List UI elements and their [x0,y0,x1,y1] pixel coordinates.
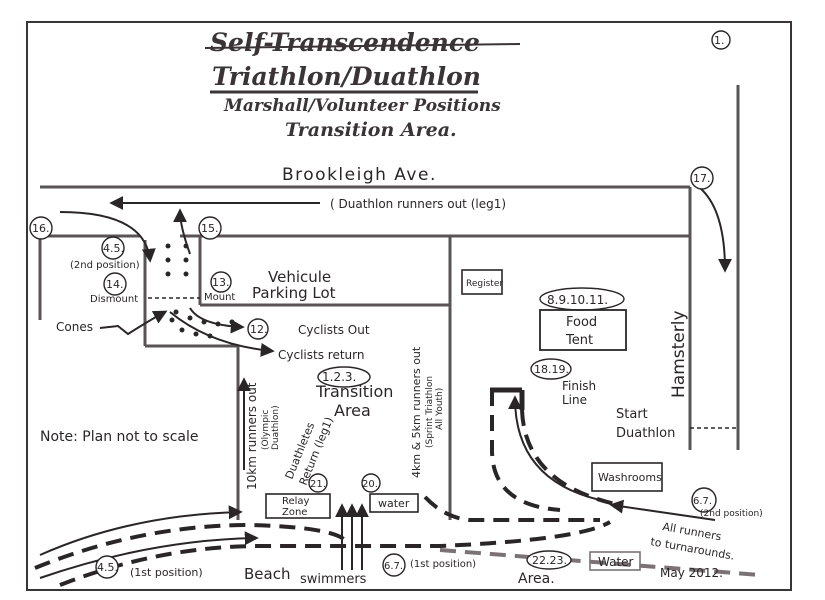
finish-line-1: Finish [562,379,596,393]
runners-10km-line-1: 10km runners out [245,382,259,490]
dismount-label: Dismount [90,294,138,305]
marker-15: 15. [201,222,219,235]
parking-lot-line-1: Vehicule [268,268,331,286]
title-line-1: Self-Transcendence [210,28,480,57]
start-duathlon-line-1: Start [616,407,648,422]
title-line-3: Marshall/Volunteer Positions [223,96,501,116]
marker-14: 14. [106,278,124,291]
runners-10km-line-3: Duathlon) [271,405,281,450]
area-label: Area. [518,571,555,587]
finish-line-2: Line [562,393,587,407]
register-label: Register [466,279,503,289]
second-position-right: (2nd position) [700,509,763,519]
street-hamsterly: Hamsterly [669,310,689,398]
note-not-to-scale: Note: Plan not to scale [40,429,199,445]
cyclists-return: Cyclists return [278,348,364,362]
runners-4km-line-3: All Youth) [435,388,445,430]
duathlon-runners-out: ( Duathlon runners out (leg1) [330,197,506,211]
marker-18-19: 18.19. [534,363,569,376]
marker-1-2-3: 1.2.3. [322,370,356,384]
second-position-left: (2nd position) [70,260,140,271]
title-line-2: Triathlon/Duathlon [212,62,481,91]
runners-10km-line-2: (Olympic [261,410,271,450]
beach-label: Beach [244,565,290,583]
marker-17: 17. [693,172,711,185]
marker-6-7-bottom: 6.7. [384,561,403,572]
start-duathlon-line-2: Duathlon [616,426,675,441]
marker-13: 13. [212,276,230,289]
marker-12: 12. [250,323,268,336]
title-line-4: Transition Area. [285,119,457,141]
mount-label: Mount [204,292,235,303]
food-tent-line-1: Food [566,315,597,330]
marker-21: 21. [310,479,326,490]
parking-lot-line-2: Parking Lot [252,284,336,302]
marker-22-23: 22.23. [532,554,567,567]
runners-4km-line-1: 4km & 5km runners out [410,346,423,478]
first-position-bottom: (1st position) [410,559,476,570]
page-number: 1. [714,34,725,47]
water-label-2: Water [598,555,634,569]
date-label: May 2012. [660,566,723,580]
food-tent-line-2: Tent [565,333,593,348]
relay-zone-line-2: Zone [282,507,307,518]
first-position-left: (1st position) [130,566,203,579]
washrooms-label: Washrooms [598,471,662,484]
swimmers-label: swimmers [300,572,367,587]
water-label: water [378,497,410,510]
marker-4-5-top: 4.5. [103,242,124,255]
cones-label: Cones [56,320,93,334]
marker-20: 20. [362,479,378,490]
all-runners-line-2: to turnarounds. [649,535,735,563]
runners-4km-line-2: (Sprint Triathlon [425,376,435,448]
marker-16: 16. [32,222,50,235]
transition-area-line-1: Transition [315,382,393,401]
relay-zone-line-1: Relay [282,496,310,507]
transition-area-line-2: Area [334,401,371,420]
cyclists-out: Cyclists Out [298,323,370,337]
marker-6-7-right: 6.7. [693,496,712,507]
marker-8-11: 8.9.10.11. [547,293,608,307]
page-border [26,21,792,591]
street-brookleigh: Brookleigh Ave. [282,165,437,185]
marker-4-5-bottom: 4.5. [97,561,118,574]
